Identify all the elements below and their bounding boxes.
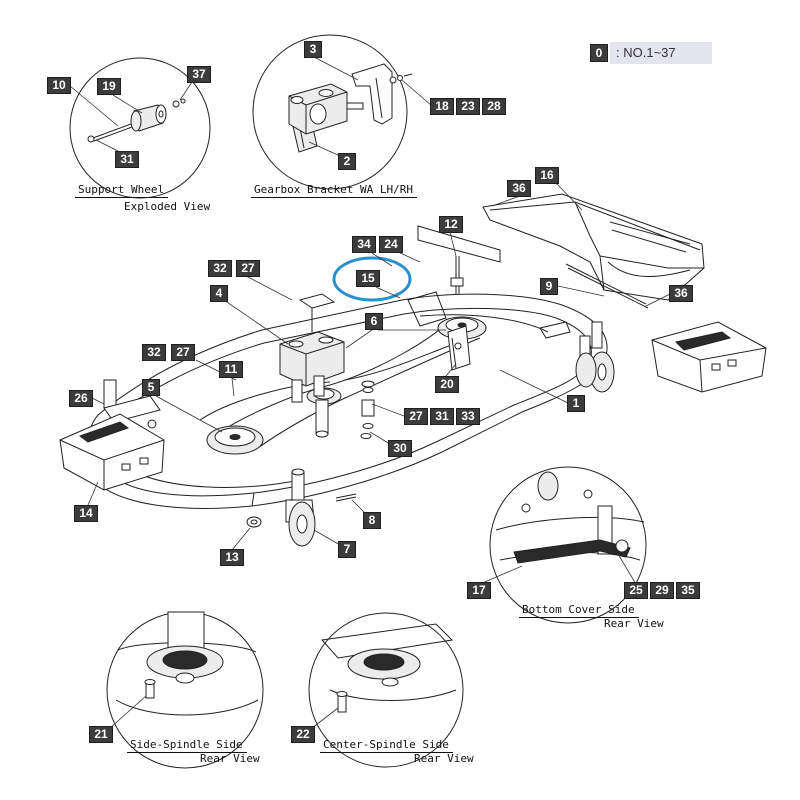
center-spindle-title: Center-Spindle Side (320, 738, 453, 753)
callout: 22 (291, 726, 315, 743)
legend-key: 0 (590, 44, 608, 62)
callout: 4 (210, 285, 228, 302)
legend-range: : NO.1~37 (610, 42, 712, 64)
gearbox (288, 83, 364, 135)
callout: 11 (219, 361, 243, 378)
callout: 25 (624, 582, 648, 599)
spindle-pulley-left (206, 425, 264, 455)
callout: 37 (187, 66, 211, 83)
highlight-ring (332, 256, 412, 302)
side-spindle-subtitle: Rear View (200, 752, 260, 765)
bottom-cover-bolt (521, 503, 531, 513)
deck-gearbox-bracket (298, 293, 336, 332)
spindle-bolt (144, 679, 156, 699)
callout: 31 (115, 151, 139, 168)
callout: 35 (676, 582, 700, 599)
belt-cover-left (59, 413, 165, 491)
callout: 3 (304, 41, 322, 58)
callout: 13 (220, 549, 244, 566)
support-wheel-bolt (87, 123, 133, 143)
callout: 29 (650, 582, 674, 599)
deck-belt (211, 321, 481, 449)
callout: 14 (74, 505, 98, 522)
callout: 26 (69, 390, 93, 407)
callout: 16 (535, 167, 559, 184)
center-spindle-bolt (336, 691, 348, 713)
bottom-cover-title: Bottom Cover Side (519, 603, 639, 618)
gearbox-bracket-detail (252, 34, 433, 190)
callout: 8 (363, 512, 381, 529)
callout: 30 (388, 440, 412, 457)
callout: 20 (435, 376, 459, 393)
caster-wheel-front (285, 468, 316, 547)
callout: 36 (507, 180, 531, 197)
callout: 31 (430, 408, 454, 425)
main-leader-lines (87, 182, 671, 551)
callout: 23 (456, 98, 480, 115)
callout: 7 (338, 541, 356, 558)
side-spindle-title: Side-Spindle Side (127, 738, 247, 753)
callout: 21 (89, 726, 113, 743)
deck-gearbox (279, 331, 345, 403)
deck-pulley-center (315, 399, 329, 438)
callout: 28 (482, 98, 506, 115)
side-spindle-detail (106, 611, 264, 769)
gearbox-bolts (389, 73, 413, 84)
callout: 27 (171, 344, 195, 361)
caster-wheel-rear (575, 321, 615, 393)
rear-hanger-bracket (417, 225, 501, 294)
callout: 2 (338, 153, 356, 170)
callout: 32 (208, 260, 232, 277)
callout: 36 (669, 285, 693, 302)
chute-rod (565, 263, 649, 309)
callout: 18 (430, 98, 454, 115)
deck-center-bracket (447, 325, 471, 371)
callout: 12 (439, 216, 463, 233)
callout: 33 (456, 408, 480, 425)
callout: 32 (142, 344, 166, 361)
bottom-cover-detail (479, 466, 647, 624)
deck-housing (85, 293, 608, 509)
caster-washer (246, 516, 262, 528)
support-wheel-subtitle: Exploded View (124, 200, 211, 213)
support-wheel-nut (172, 98, 186, 108)
callout: 27 (404, 408, 428, 425)
spindle-bolts-center (360, 380, 375, 439)
deck-cutouts (407, 291, 571, 339)
bottom-cover-subtitle: Rear View (604, 617, 664, 630)
gearbox-bracket-title: Gearbox Bracket WA LH/RH (251, 183, 417, 198)
callout: 10 (47, 77, 71, 94)
support-wheel (130, 104, 167, 132)
caster-bolt (335, 493, 357, 502)
callout: 19 (97, 78, 121, 95)
callout: 9 (540, 278, 558, 295)
callout: 24 (379, 236, 403, 253)
callout-highlighted: 15 (356, 270, 380, 287)
mulch-cover-right (651, 321, 767, 393)
support-wheel-title: Support Wheel (75, 183, 169, 198)
center-spindle-detail (308, 612, 464, 768)
callout: 27 (236, 260, 260, 277)
callout: 1 (567, 395, 585, 412)
discharge-chute (482, 193, 705, 301)
callout: 6 (365, 313, 383, 330)
callout: 5 (142, 379, 160, 396)
callout: 17 (467, 582, 491, 599)
center-spindle-subtitle: Rear View (414, 752, 474, 765)
bottom-cover-plate (513, 539, 631, 564)
callout: 34 (352, 236, 376, 253)
